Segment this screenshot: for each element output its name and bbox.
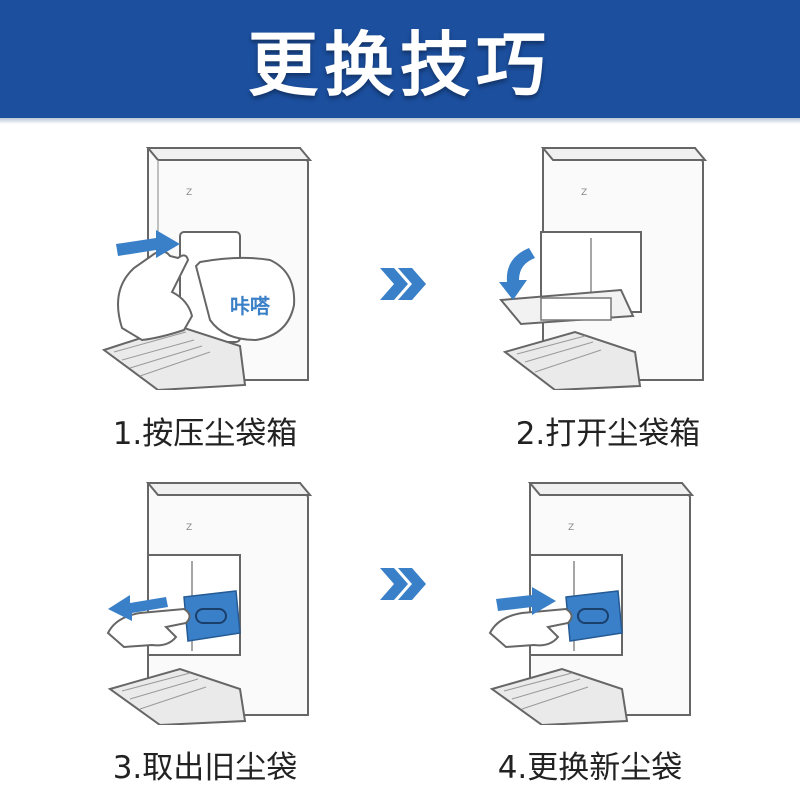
title-banner: 更换技巧: [0, 0, 800, 124]
page-title: 更换技巧: [248, 23, 552, 106]
step-1-label: 1.按压尘袋箱: [112, 416, 298, 452]
step-3-label: 3.取出旧尘袋: [112, 750, 298, 786]
step-1-callout: 咔嗒: [230, 294, 270, 318]
step-3-illustration: Z: [100, 475, 360, 725]
step-4-label: 4.更换新尘袋: [497, 750, 683, 786]
arrow-icon: [496, 587, 556, 615]
curved-arrow-icon: [499, 248, 535, 300]
svg-text:Z: Z: [568, 523, 574, 533]
arrow-icon: [108, 595, 168, 621]
step-1-illustration: Z 咔嗒: [100, 140, 360, 390]
svg-text:Z: Z: [186, 523, 192, 533]
step-2-label: 2.打开尘袋箱: [515, 416, 701, 452]
svg-text:Z: Z: [186, 188, 192, 198]
arrow-icon: [116, 230, 180, 258]
double-chevron-right-icon: [378, 264, 428, 304]
step-4-illustration: Z: [482, 475, 742, 725]
step-2-illustration: Z: [495, 140, 755, 390]
double-chevron-right-icon: [378, 564, 428, 604]
svg-text:Z: Z: [581, 188, 587, 198]
